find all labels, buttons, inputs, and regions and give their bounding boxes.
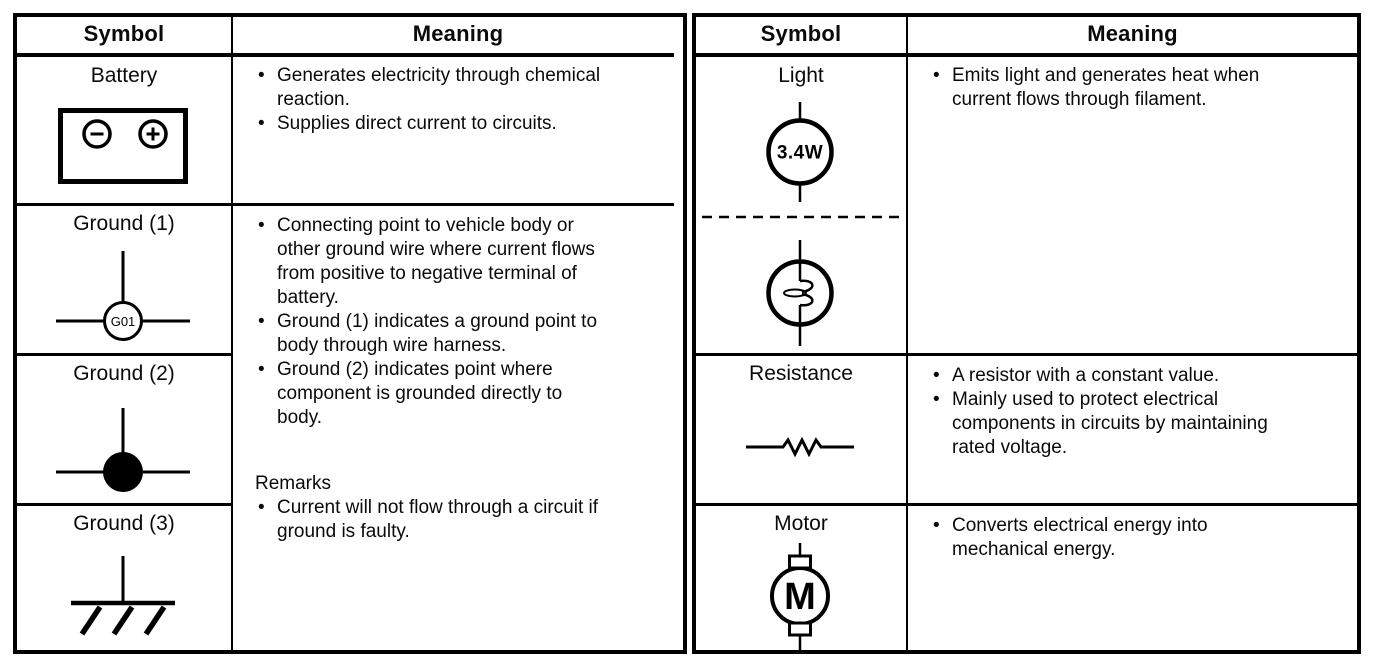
ground3-icon	[58, 550, 188, 640]
meaning-bullet: A resistor with a constant value.	[930, 364, 1294, 388]
remarks-title: Remarks	[255, 473, 332, 494]
column-header-meaning: Meaning	[412, 21, 504, 46]
row-divider	[17, 353, 231, 356]
symbol-label-ground3: Ground (3)	[73, 512, 175, 535]
light-variant-divider	[702, 214, 900, 220]
column-header-meaning: Meaning	[1087, 21, 1178, 46]
ground2-icon	[50, 402, 196, 497]
meaning-bullet: Emits light and generates heat when curr…	[930, 64, 1294, 112]
meaning-cell-resistance: A resistor with a constant value. Mainly…	[930, 364, 1294, 460]
meaning-bullet: Converts electrical energy into mechanic…	[930, 514, 1294, 562]
column-header-symbol: Symbol	[760, 21, 842, 46]
symbol-label-ground1: Ground (1)	[73, 212, 175, 235]
resistor-icon	[745, 437, 855, 457]
symbol-label-ground2: Ground (2)	[73, 362, 175, 385]
symbol-label-light: Light	[778, 64, 824, 87]
symbol-label-battery: Battery	[90, 64, 158, 87]
meaning-cell-battery: Generates electricity through chemical r…	[255, 64, 612, 136]
meaning-cell-light: Emits light and generates heat when curr…	[930, 64, 1294, 112]
motor-letter-text: M	[784, 576, 816, 618]
meaning-bullet: Supplies direct current to circuits.	[255, 112, 612, 136]
bulb-wattage-text: 3.4W	[777, 143, 823, 164]
meaning-bullet: Generates electricity through chemical r…	[255, 64, 612, 112]
meaning-bullet: Ground (1) indicates a ground point to b…	[255, 310, 612, 358]
meaning-cell-motor: Converts electrical energy into mechanic…	[930, 514, 1294, 562]
symbol-label-motor: Motor	[774, 512, 828, 535]
row-divider	[696, 503, 1357, 506]
column-header-symbol: Symbol	[83, 21, 165, 46]
row-divider	[17, 203, 674, 206]
meaning-bullet: Mainly used to protect electrical compon…	[930, 388, 1294, 460]
row-divider	[17, 503, 231, 506]
header-divider	[696, 53, 1357, 57]
ground-tag-text: G01	[111, 314, 136, 329]
meaning-cell-ground: Connecting point to vehicle body or othe…	[255, 214, 612, 544]
battery-icon	[57, 107, 189, 185]
symbol-label-resistance: Resistance	[749, 362, 853, 385]
column-divider	[231, 17, 233, 650]
ground1-icon: G01	[50, 247, 196, 347]
header-divider	[17, 53, 674, 57]
light-filament-icon	[762, 238, 838, 348]
column-divider	[906, 17, 908, 650]
meaning-bullet: Ground (2) indicates point where compone…	[255, 358, 612, 430]
row-divider	[696, 353, 1357, 356]
remarks-bullet: Current will not flow through a circuit …	[255, 496, 612, 544]
motor-icon: M	[770, 542, 830, 652]
meaning-bullet: Connecting point to vehicle body or othe…	[255, 214, 612, 310]
light-bulb-icon: 3.4W	[762, 100, 838, 204]
